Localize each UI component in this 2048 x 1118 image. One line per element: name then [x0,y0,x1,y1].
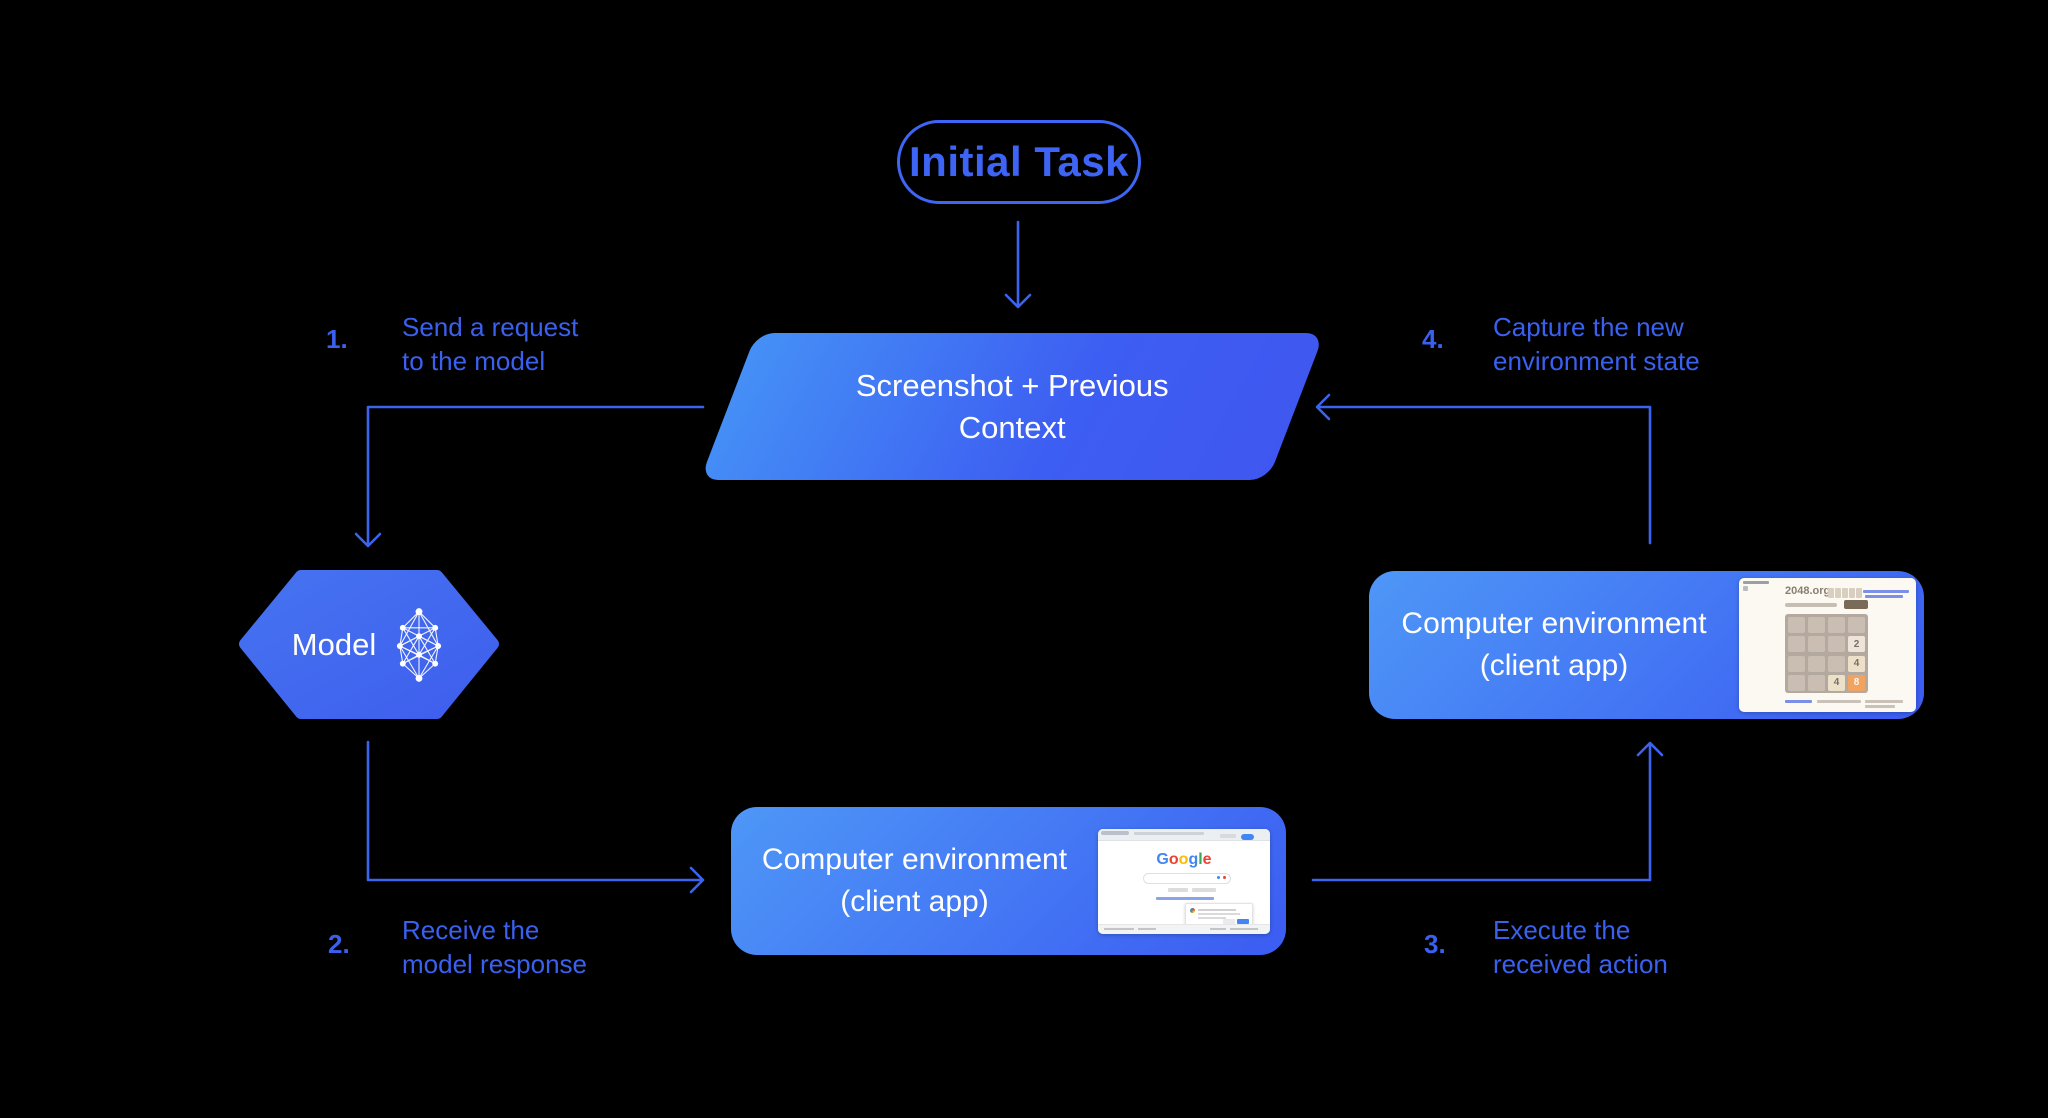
model-label: Model [291,626,377,662]
footer-link-bar [1785,700,1812,703]
grid-cell [1788,674,1805,691]
nav-links-bar [1865,595,1903,598]
logo-letter: g [1188,850,1199,868]
env-right-label-line1: Computer environment [1401,607,1707,640]
toolbar-items [1220,833,1236,838]
grid-cell [1808,617,1825,633]
footer-text-bar [1865,705,1895,708]
step-3-number: 3. [1424,929,1446,959]
arrow-context-to-model [354,405,705,548]
grid-cell [1808,655,1825,672]
feeling-lucky-button [1192,887,1216,892]
tile-2: 2 [1848,636,1865,653]
grid-cell [1848,617,1865,633]
context-node: Screenshot + Previous Context [700,333,1325,480]
language-link-bar [1156,896,1214,900]
step-1-line1: Send a request [402,312,579,342]
step-3-line1: Execute the [1493,915,1631,945]
grid-cell [1808,636,1825,653]
lens-icon [1223,876,1226,879]
google-g-icon [1190,907,1195,913]
dialog-primary-button [1237,918,1249,924]
step-1-number: 1. [326,324,348,354]
subtitle-bar [1785,603,1837,607]
browser-tab [1101,830,1129,835]
page-footer-bar [1098,923,1270,934]
site-title-2048: 2048.org [1785,585,1831,597]
model-node: Model [240,572,498,717]
search-input [1143,872,1231,884]
grid-cell [1808,674,1825,691]
logo-letter: o [1178,850,1189,868]
step-4-number: 4. [1422,324,1444,354]
footer-text-bar [1817,700,1861,703]
env-bottom-label-line1: Computer environment [761,843,1068,876]
neural-network-icon [397,607,442,682]
footer-link-bar [1138,927,1156,930]
model-hexagon-shape [239,570,499,719]
new-game-button [1844,600,1868,609]
env-client-right-node: Computer environment (client app) 2048.o… [1369,571,1924,719]
logo-letter: e [1202,850,1212,868]
env-bottom-label-line2: (client app) [840,885,989,918]
dialog-text-bar [1198,916,1226,919]
score-boxes [1828,588,1862,598]
browser-chrome-bar [1098,828,1270,841]
google-logo: Google [1098,851,1270,869]
step-4-label: Capture the new environment state [1493,310,1700,378]
step-2-label: Receive the model response [402,913,587,981]
step-4-line1: Capture the new [1493,312,1684,342]
grid-cell [1828,617,1845,633]
footer-link-bar [1230,927,1258,930]
arrow-model-to-env [366,740,705,894]
address-bar [1134,831,1204,835]
step-1-line2: to the model [402,346,546,376]
arrow-env-to-env [1311,741,1664,882]
logo-letter: G [1156,850,1169,868]
sign-in-button [1241,833,1254,840]
env-right-label-line2: (client app) [1479,649,1629,682]
step-3-label: Execute the received action [1493,913,1668,981]
tile-4: 4 [1828,674,1845,691]
context-label-line2: Context [958,409,1066,445]
footer-link-bar [1210,927,1226,930]
dialog-secondary-button [1223,918,1235,924]
grid-cell [1788,655,1805,672]
grid-cell [1828,655,1845,672]
tile-8: 8 [1848,674,1865,691]
grid-cell [1788,617,1805,633]
screenshot-google-home: Google [1098,828,1270,934]
step-2-line1: Receive the [402,915,540,945]
dialog-text-bar [1198,912,1240,915]
footer-text-bar [1865,700,1903,703]
footer-link-bar [1104,927,1134,930]
mic-icon [1217,876,1220,879]
step-2-number: 2. [328,929,350,959]
dialog-text-bar [1198,908,1236,911]
grid-cell [1788,636,1805,653]
browser-tab-bar [1743,581,1769,584]
google-search-button [1168,887,1188,892]
logo-letter: o [1168,850,1179,868]
step-2-line2: model response [402,949,587,979]
context-label-line1: Screenshot + Previous [855,367,1169,403]
step-4-line2: environment state [1493,346,1700,376]
nav-links-bar [1863,590,1909,593]
browser-tab-icon [1743,586,1748,591]
initial-task-label: Initial Task [909,138,1129,185]
step-3-line2: received action [1493,949,1668,979]
step-1-label: Send a request to the model [402,310,578,378]
arrow-env-to-context [1315,393,1652,545]
tile-4: 4 [1848,655,1865,672]
logo-letter: l [1198,850,1203,868]
arrow-task-to-context [1004,220,1032,309]
initial-task-node: Initial Task [897,120,1141,204]
env-client-bottom-node: Computer environment (client app) Google [731,807,1286,955]
grid-cell [1828,636,1845,653]
